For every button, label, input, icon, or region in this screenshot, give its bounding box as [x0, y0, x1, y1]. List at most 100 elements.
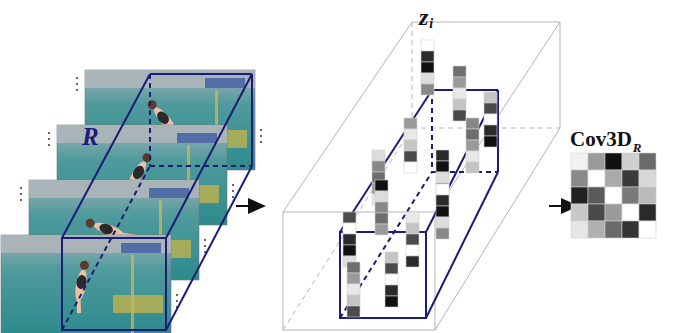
- ellipsis-dot: [76, 83, 78, 85]
- vector-cell: [404, 162, 417, 173]
- matrix-cell: [571, 204, 588, 221]
- vector-cell: [375, 191, 388, 202]
- vector-cell: [466, 118, 479, 129]
- region-cuboid: [62, 166, 150, 330]
- vector-cell: [406, 212, 419, 223]
- region-cuboid: [340, 172, 432, 318]
- vector-cell: [347, 295, 360, 306]
- vector-cell: [385, 274, 398, 285]
- subscript: i: [429, 17, 433, 31]
- vector-cell: [421, 62, 434, 73]
- vector-cell: [421, 84, 434, 95]
- frame-pole: [131, 255, 134, 333]
- vector-cell: [484, 136, 497, 147]
- matrix-cell: [588, 221, 605, 238]
- matrix-cell: [639, 204, 656, 221]
- vector-cell: [421, 73, 434, 84]
- vector-cell: [404, 118, 417, 129]
- vector-cell: [375, 224, 388, 235]
- vector-cell: [466, 129, 479, 140]
- matrix-cell: [571, 153, 588, 170]
- vector-cell: [466, 151, 479, 162]
- vector-cell: [436, 161, 449, 172]
- vector-cell: [436, 228, 449, 239]
- region-label: R: [82, 124, 99, 149]
- matrix-cell: [622, 221, 639, 238]
- matrix-cell: [588, 170, 605, 187]
- ellipsis-dot: [176, 294, 178, 296]
- region-cuboid: [150, 165, 252, 167]
- vector-cell: [385, 285, 398, 296]
- vector-cell: [421, 51, 434, 62]
- vector-cell: [484, 103, 497, 114]
- region-cuboid: [340, 90, 432, 232]
- matrix-cell: [605, 204, 622, 221]
- ellipsis-dot: [204, 239, 206, 241]
- matrix-cell: [571, 221, 588, 238]
- frame-wall: [85, 70, 255, 88]
- vector-cell: [343, 223, 356, 234]
- matrix-cell: [605, 153, 622, 170]
- vector-cell: [385, 296, 398, 307]
- vector-cell: [343, 245, 356, 256]
- vector-cell: [347, 262, 360, 273]
- region-cuboid: [62, 74, 150, 238]
- region-cuboid: [251, 74, 253, 166]
- vector-cell: [466, 162, 479, 173]
- region-cuboid: [166, 74, 252, 238]
- vector-cell: [375, 202, 388, 213]
- region-cuboid: [431, 90, 433, 172]
- ellipsis-dot: [232, 196, 234, 198]
- volume-outline: [283, 22, 412, 212]
- frame-sign: [205, 78, 245, 88]
- matrix-cell: [639, 153, 656, 170]
- vector-cell: [406, 234, 419, 245]
- vector-cell: [421, 40, 434, 51]
- diver-leg: [76, 299, 81, 313]
- volume-outline: [283, 128, 412, 330]
- vector-cell: [436, 194, 449, 205]
- ellipsis-dot: [260, 135, 262, 137]
- subscript: R: [633, 141, 642, 154]
- ellipsis-dot: [20, 193, 22, 195]
- video-frames: [0, 70, 262, 333]
- vector-cell: [343, 234, 356, 245]
- vector-cell: [453, 110, 466, 121]
- diver-suit: [98, 222, 115, 236]
- matrix-cell: [639, 170, 656, 187]
- frame-sign: [113, 295, 163, 313]
- video-frame: [1, 235, 171, 333]
- vector-cell: [347, 306, 360, 317]
- matrix-cell: [622, 204, 639, 221]
- vector-symbol: z: [419, 5, 428, 29]
- ellipsis-dot: [20, 199, 22, 201]
- vector-cell: [436, 172, 449, 183]
- matrix-cell: [588, 204, 605, 221]
- matrix-cell: [639, 187, 656, 204]
- vector-cell: [436, 206, 449, 217]
- matrix-cell: [588, 187, 605, 204]
- vector-cell: [404, 129, 417, 140]
- feature-vectors: [343, 40, 497, 317]
- ellipsis-dot: [76, 77, 78, 79]
- region-cuboid: [149, 74, 151, 166]
- vector-cell: [453, 99, 466, 110]
- matrix-cell: [605, 221, 622, 238]
- vector-cell: [347, 273, 360, 284]
- vector-cell: [436, 195, 449, 206]
- cuboids: [62, 22, 577, 330]
- vector-cell: [453, 66, 466, 77]
- vector-cell: [436, 150, 449, 161]
- vector-cell: [375, 213, 388, 224]
- vector-cell: [466, 140, 479, 151]
- frame-sign: [177, 133, 217, 143]
- vector-cell: [436, 183, 449, 194]
- volume-outline: [412, 22, 560, 23]
- vector-cell: [343, 212, 356, 223]
- vector-cell: [453, 88, 466, 99]
- diver-head: [146, 98, 159, 111]
- matrix-cell: [571, 170, 588, 187]
- vector-cell: [484, 125, 497, 136]
- matrix-cell: [639, 221, 656, 238]
